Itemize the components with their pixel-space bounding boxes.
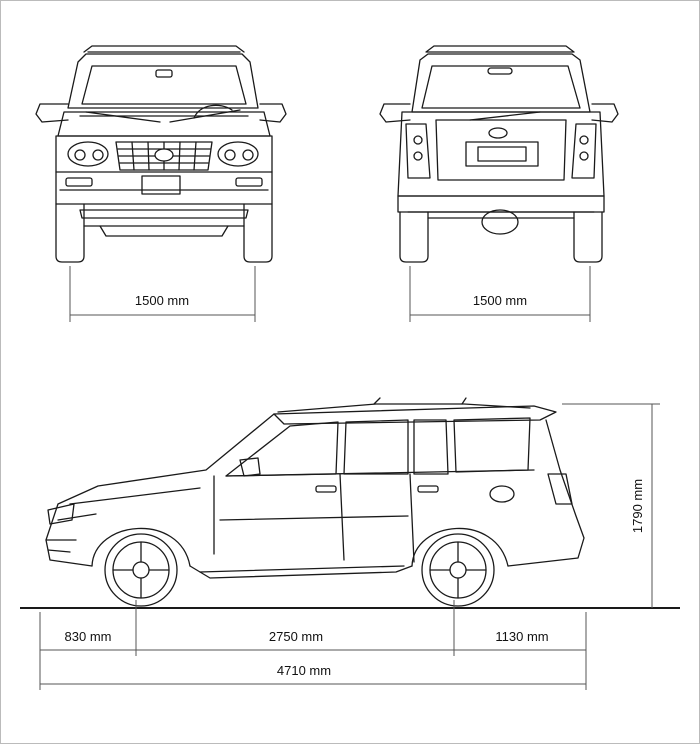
rear-view bbox=[379, 45, 619, 263]
dimension-lines bbox=[39, 266, 660, 690]
rear-overhang-label: 1130 mm bbox=[495, 629, 548, 644]
wheelbase-label: 2750 mm bbox=[269, 629, 323, 644]
height-label: 1790 mm bbox=[630, 479, 645, 533]
side-view bbox=[45, 397, 585, 607]
overall-length-label: 4710 mm bbox=[277, 663, 331, 678]
rear-track-label: 1500 mm bbox=[473, 293, 527, 308]
front-overhang-label: 830 mm bbox=[65, 629, 112, 644]
front-view bbox=[35, 45, 287, 263]
front-track-label: 1500 mm bbox=[135, 293, 189, 308]
